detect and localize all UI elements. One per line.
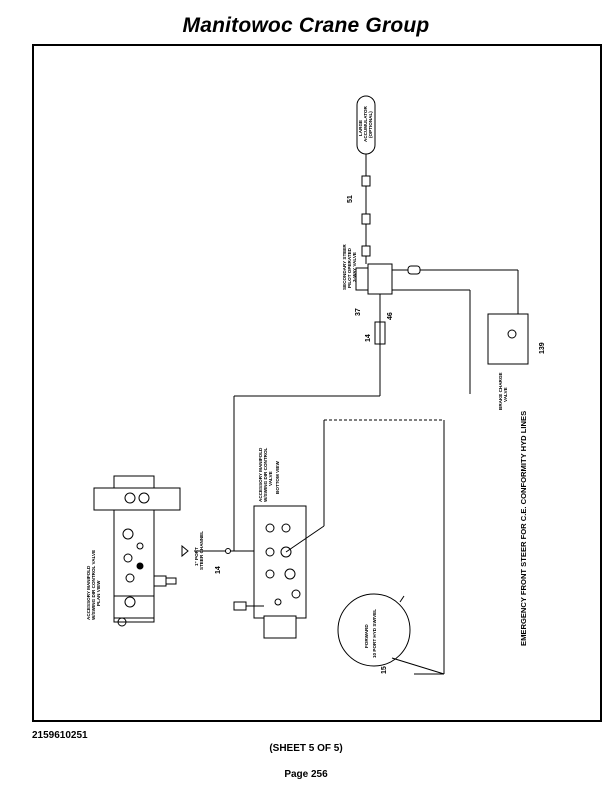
callout-46: 46 xyxy=(387,312,394,320)
tee-label-2: STEER CHANNEL xyxy=(199,531,204,570)
manifold-plan-view xyxy=(93,475,181,627)
callout-37: 37 xyxy=(355,308,362,316)
hydraulic-swivel xyxy=(337,593,411,667)
hydraulic-schematic: 51 37 46 14 139 14 15 LARGE ACCUMULATOR … xyxy=(86,95,546,675)
drawing-number: 2159610251 xyxy=(32,730,88,741)
secondary-valve-label-3: 3-WAY VALVE xyxy=(352,252,357,282)
secondary-steer-valve xyxy=(367,263,393,295)
manifold-bottom-view xyxy=(233,505,307,639)
brake-valve-label-2: VALVE xyxy=(503,387,508,402)
sheet-label: (SHEET 5 OF 5) xyxy=(269,743,343,754)
accumulator-label-2: ACCUMULATOR xyxy=(363,106,368,142)
manifold-plan-label-2: W/SWING DIR CONTROL VALVE xyxy=(91,550,96,620)
callout-15: 15 xyxy=(381,666,388,674)
secondary-valve-label-1: SECONDARY STEER xyxy=(342,244,347,290)
swivel-label-2: 10 PORT HYD SWIVEL xyxy=(372,609,377,658)
callout-14-lower: 14 xyxy=(215,566,222,574)
page-title: Manitowoc Crane Group xyxy=(182,14,430,37)
accumulator-label-3: (OPTIONAL) xyxy=(368,111,373,138)
manifold-bottom-label-3: VALVE xyxy=(268,471,273,486)
swivel-label-1: FORWARD xyxy=(364,624,369,648)
manifold-bottom-label-4: BOTTOM VIEW xyxy=(275,461,280,495)
secondary-valve-label-2: PILOT OPERATED xyxy=(347,247,352,288)
drawing-frame: 51 37 46 14 139 14 15 LARGE ACCUMULATOR … xyxy=(32,44,602,722)
manifold-bottom-label-2: W/SWING DIR CONTROL xyxy=(263,447,268,502)
callout-139: 139 xyxy=(539,342,546,354)
brake-charge-valve xyxy=(487,313,529,365)
drawing-title: EMERGENCY FRONT STEER FOR C.E. CONFORMIT… xyxy=(519,411,528,646)
tee-label-1: 1" PORT xyxy=(194,547,199,566)
brake-valve-label-1: BRAKE CHARGE xyxy=(498,372,503,410)
accumulator-label-1: LARGE xyxy=(358,120,363,136)
page-number: Page 256 xyxy=(284,769,328,780)
callout-14-upper: 14 xyxy=(365,334,372,342)
manifold-bottom-label-1: ACCESSORY MANIFOLD xyxy=(258,447,263,502)
manifold-plan-label-1: ACCESSORY MANIFOLD xyxy=(86,565,91,620)
callout-51: 51 xyxy=(347,195,354,203)
manifold-plan-label-3: PLAN VIEW xyxy=(96,580,101,606)
